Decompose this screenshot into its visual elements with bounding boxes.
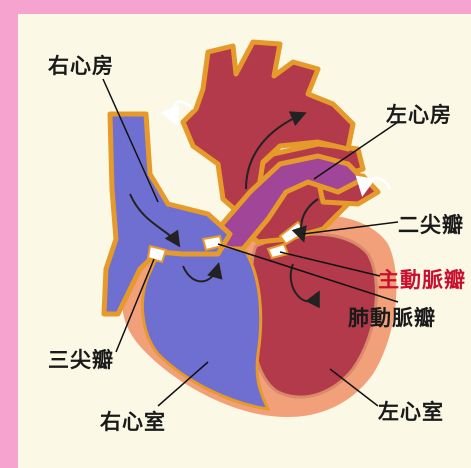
label-right-ventricle: 右心室 — [100, 406, 166, 436]
tricuspid-valve-shape — [148, 246, 166, 262]
label-mitral-valve: 二尖瓣 — [398, 209, 464, 239]
label-right-atrium: 右心房 — [48, 50, 114, 80]
label-tricuspid-valve: 三尖瓣 — [48, 344, 114, 374]
diagram-panel: 右心房 左心房 二尖瓣 主動脈瓣 肺動脈瓣 三尖瓣 右心室 左心室 — [18, 14, 471, 468]
right-ventricle-chamber — [142, 245, 268, 409]
label-left-ventricle: 左心室 — [378, 396, 444, 426]
label-left-atrium: 左心房 — [386, 99, 452, 129]
label-pulmonary-valve: 肺動脈瓣 — [348, 302, 436, 332]
label-aortic-valve: 主動脈瓣 — [378, 264, 466, 294]
